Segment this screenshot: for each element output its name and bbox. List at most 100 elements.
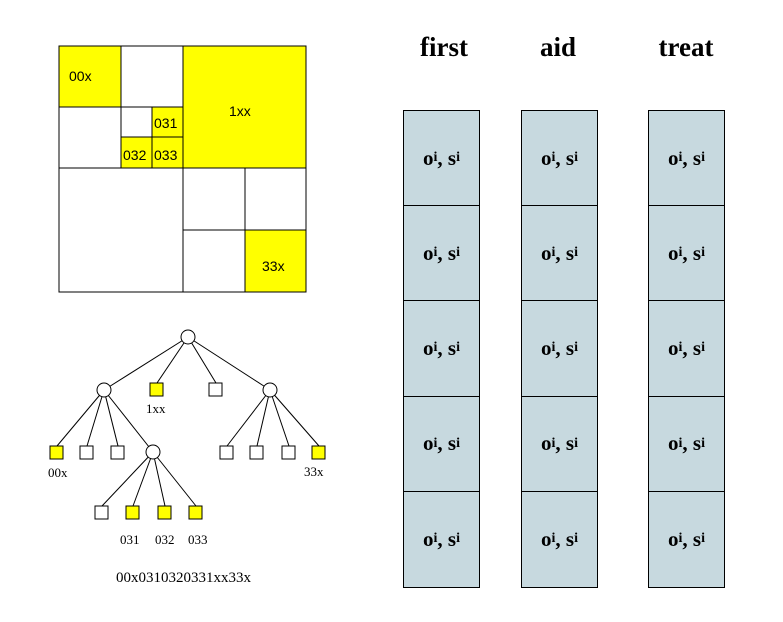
tree-leaf-00x xyxy=(49,445,64,460)
tree-edges xyxy=(56,336,320,507)
cell-s: s xyxy=(447,240,457,265)
tree-label-00x: 00x xyxy=(48,465,68,480)
cell-s-subscript: i xyxy=(574,435,578,451)
cell-separator: , xyxy=(682,335,693,360)
cell-o: o xyxy=(541,431,552,456)
cell-separator: , xyxy=(555,240,566,265)
column-title-first: first xyxy=(420,32,468,62)
cell-separator: , xyxy=(437,240,448,265)
cell-s: s xyxy=(692,145,702,170)
tree-leaf-33x xyxy=(311,445,326,460)
cell-separator: , xyxy=(555,526,566,551)
tree-label-33x: 33x xyxy=(304,464,324,479)
cell-o-subscript: i xyxy=(433,531,438,547)
tree-leaf-1xx xyxy=(149,382,164,397)
cell-s-subscript: i xyxy=(456,150,460,166)
cell-o-subscript: i xyxy=(551,150,556,166)
tree-label-1xx: 1xx xyxy=(146,401,166,416)
qt-cell-32x xyxy=(182,229,246,293)
tree-node-0 xyxy=(96,382,112,398)
cell-s-subscript: i xyxy=(701,245,705,261)
tree-code-string: 00x0310320331xx33x xyxy=(116,570,252,586)
cell-separator: , xyxy=(437,431,448,456)
cell-o: o xyxy=(423,145,434,170)
cell-o: o xyxy=(668,335,679,360)
cell-separator: , xyxy=(682,526,693,551)
tree-label-031: 031 xyxy=(120,532,140,547)
tree-label-032: 032 xyxy=(155,532,175,547)
cell-o: o xyxy=(423,240,434,265)
qt-label-1xx: 1xx xyxy=(229,103,251,119)
cell-o: o xyxy=(423,526,434,551)
cell-s-subscript: i xyxy=(701,150,705,166)
tree-leaf-031 xyxy=(125,505,140,520)
qt-cell-030 xyxy=(120,106,153,138)
cell-s: s xyxy=(692,526,702,551)
cell-o: o xyxy=(541,145,552,170)
cell-s: s xyxy=(565,240,575,265)
cell-s-subscript: i xyxy=(456,245,460,261)
tree-leaf-01x xyxy=(79,445,94,460)
cell-o-subscript: i xyxy=(433,340,438,356)
tree-node-03 xyxy=(145,444,161,460)
qt-label-00x: 00x xyxy=(69,68,92,84)
qt-cell-01x xyxy=(120,45,184,108)
tree-label-033: 033 xyxy=(188,532,208,547)
quadtree xyxy=(58,45,307,293)
cell-o-subscript: i xyxy=(678,245,683,261)
cell-o-subscript: i xyxy=(433,150,438,166)
cell-s-subscript: i xyxy=(456,531,460,547)
qt-cell-31x xyxy=(244,167,307,231)
cell-separator: , xyxy=(555,145,566,170)
cell-s-subscript: i xyxy=(701,531,705,547)
qt-label-033: 033 xyxy=(154,147,178,163)
qt-cell-1xx xyxy=(182,45,307,169)
column-title-aid: aid xyxy=(539,32,577,62)
qt-label-031: 031 xyxy=(154,115,178,131)
cell-o: o xyxy=(423,431,434,456)
cell-o-subscript: i xyxy=(551,435,556,451)
tree-leaf-32x xyxy=(281,445,296,460)
cell-o-subscript: i xyxy=(551,531,556,547)
cell-o-subscript: i xyxy=(678,531,683,547)
cell-s: s xyxy=(447,145,457,170)
cell-s-subscript: i xyxy=(456,435,460,451)
cell-separator: , xyxy=(437,335,448,360)
qt-cell-00x xyxy=(58,45,122,108)
cell-separator: , xyxy=(555,335,566,360)
cell-o: o xyxy=(541,526,552,551)
tree-leaf-30x xyxy=(219,445,234,460)
cell-o: o xyxy=(541,240,552,265)
cell-separator: , xyxy=(555,431,566,456)
cell-s: s xyxy=(565,431,575,456)
qt-cell-30x xyxy=(182,167,246,231)
column-title-treat: treat xyxy=(658,32,714,62)
cell-s: s xyxy=(447,335,457,360)
cell-s: s xyxy=(692,240,702,265)
tree-root-node xyxy=(180,329,196,345)
cell-o: o xyxy=(541,335,552,360)
cell-s: s xyxy=(565,526,575,551)
cell-o-subscript: i xyxy=(433,435,438,451)
cell-s-subscript: i xyxy=(574,531,578,547)
qt-cell-2xx xyxy=(58,167,184,293)
cell-o: o xyxy=(668,145,679,170)
tree-leaf-2xx xyxy=(208,382,223,397)
qt-cell-02x xyxy=(58,106,122,169)
tree-leaf-31x xyxy=(249,445,264,460)
cell-o: o xyxy=(668,431,679,456)
cell-s: s xyxy=(692,431,702,456)
cell-o-subscript: i xyxy=(551,245,556,261)
